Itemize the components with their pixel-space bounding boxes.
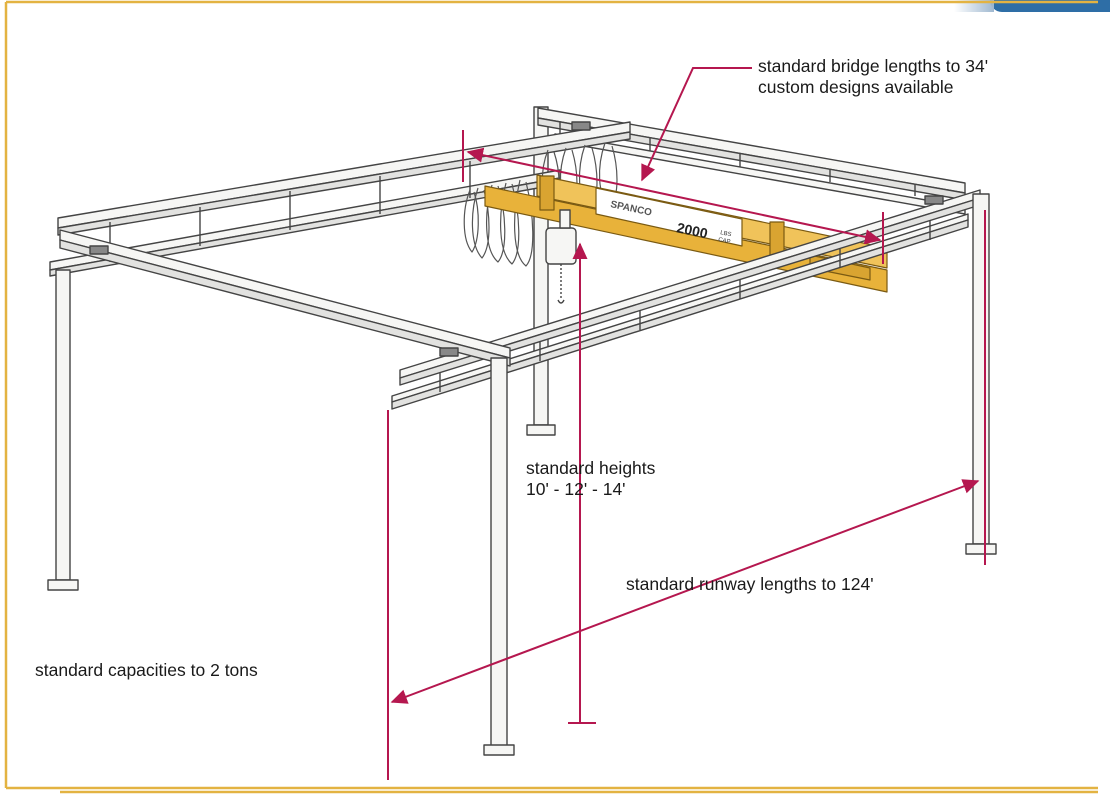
capacity-text: standard capacities to 2 tons — [35, 660, 258, 680]
runway-length-text: standard runway lengths to 124' — [626, 574, 874, 594]
column-front-left — [47, 269, 79, 591]
bridge-leader-line — [641, 67, 752, 182]
runway-length-callout: standard runway lengths to 124' — [626, 574, 874, 595]
heights-line2: 10' - 12' - 14' — [526, 479, 626, 499]
column-right — [965, 193, 997, 555]
heights-line1: standard heights — [526, 458, 656, 478]
bridge-length-line2: custom designs available — [758, 77, 954, 97]
header-beam-front — [59, 229, 511, 367]
heights-callout: standard heights 10' - 12' - 14' — [526, 458, 655, 500]
annotations — [387, 67, 986, 780]
capacity-callout: standard capacities to 2 tons — [35, 660, 258, 681]
frame-border — [4, 0, 1098, 794]
bridge-length-line1: standard bridge lengths to 34' — [758, 56, 989, 76]
bridge-length-callout: standard bridge lengths to 34' custom de… — [758, 56, 988, 98]
crane-structure — [47, 106, 997, 756]
bridge-dimension-arrow — [466, 147, 882, 245]
runway-dimension-arrow — [390, 479, 980, 704]
column-front — [483, 357, 515, 756]
